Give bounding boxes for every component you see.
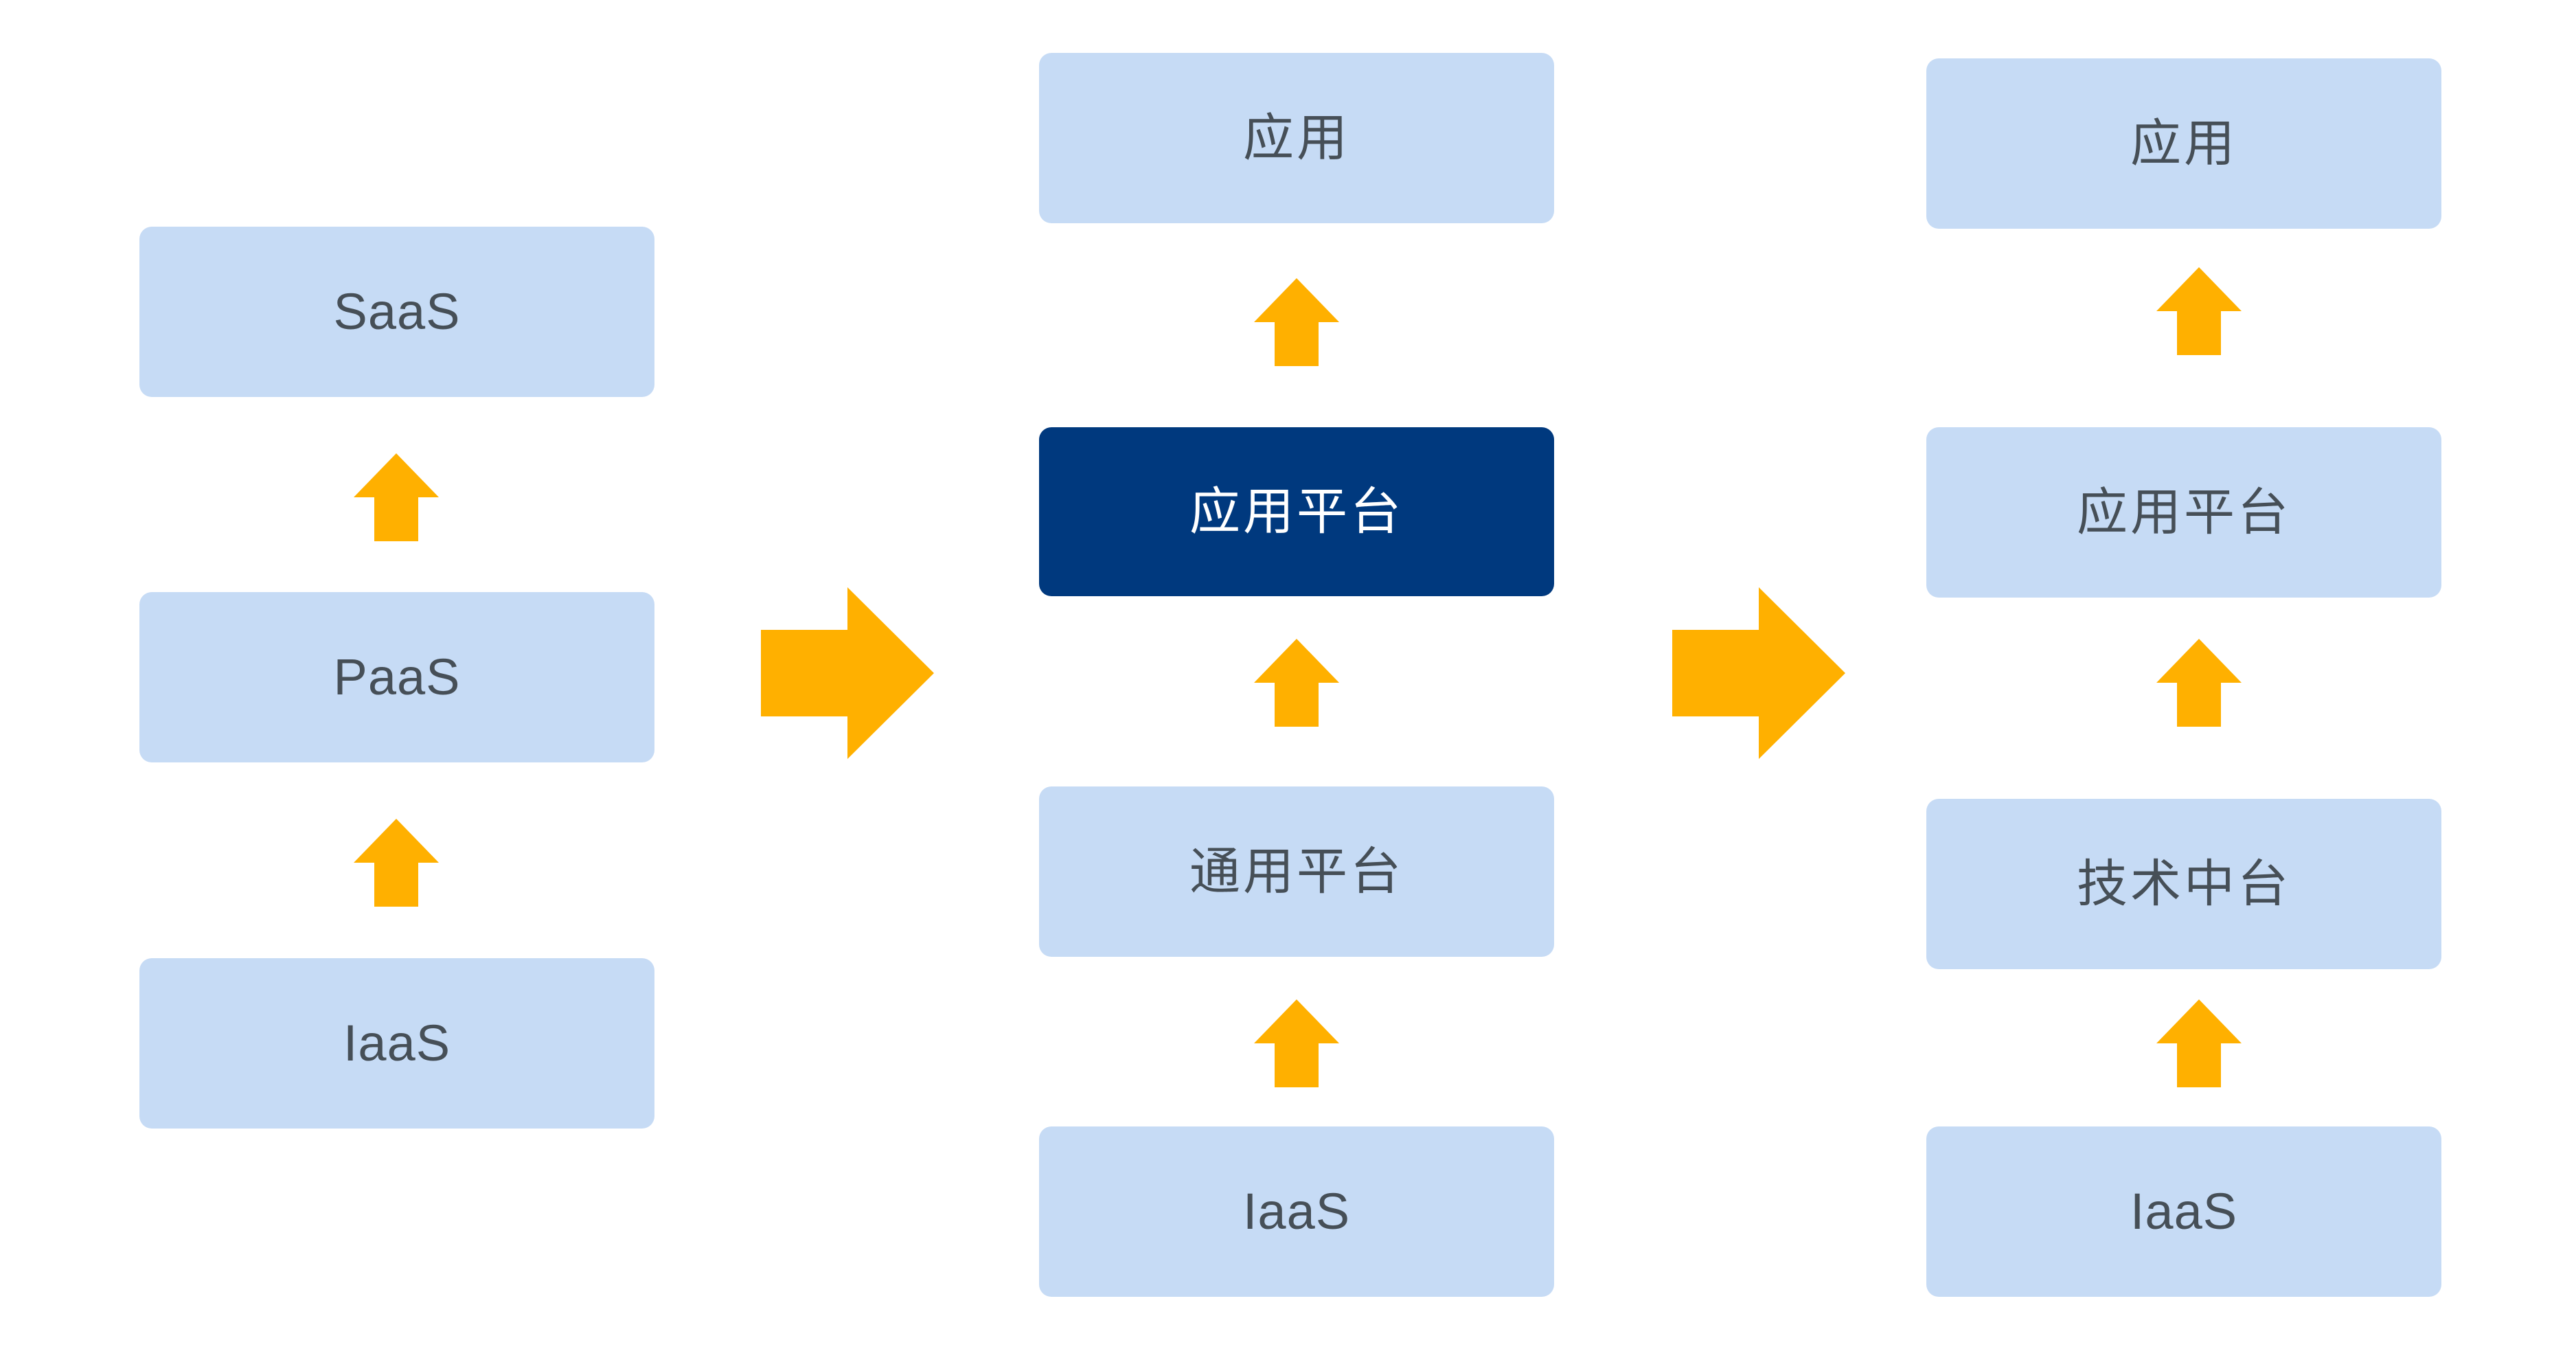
layer-label-col2-generic-platform: 通用平台 — [1189, 843, 1404, 900]
layer-box-col2-iaas[interactable]: IaaS — [1039, 1126, 1554, 1297]
transition-arrow-col1-to-col2 — [761, 587, 934, 759]
layer-label-col3-app-platform: 应用平台 — [2077, 484, 2291, 541]
layer-box-col1-paas[interactable]: PaaS — [139, 592, 654, 762]
layer-label-col3-iaas: IaaS — [2130, 1183, 2238, 1240]
up-arrow-col2-app-platform-to-app — [1254, 278, 1339, 366]
layer-box-col3-app[interactable]: 应用 — [1926, 58, 2441, 229]
up-arrow-col3-app-platform-to-app — [2156, 267, 2242, 355]
up-arrow-col2-iaas-to-generic-platform — [1254, 999, 1339, 1087]
layer-box-col2-app[interactable]: 应用 — [1039, 53, 1554, 223]
layer-label-col1-paas: PaaS — [333, 648, 461, 705]
layer-box-col1-iaas[interactable]: IaaS — [139, 958, 654, 1129]
layer-box-col2-app-platform[interactable]: 应用平台 — [1039, 427, 1554, 596]
layer-label-col1-saas: SaaS — [333, 283, 461, 340]
layer-box-col2-generic-platform[interactable]: 通用平台 — [1039, 786, 1554, 957]
layer-label-col2-app-platform: 应用平台 — [1189, 483, 1404, 540]
layer-box-col3-app-platform[interactable]: 应用平台 — [1926, 427, 2441, 598]
transition-arrow-col2-to-col3 — [1672, 587, 1845, 759]
layer-label-col3-tech-middle-platform: 技术中台 — [2077, 855, 2291, 912]
up-arrow-col1-iaas-to-paas — [354, 819, 439, 907]
layer-box-col1-saas[interactable]: SaaS — [139, 227, 654, 397]
layer-label-col1-iaas: IaaS — [343, 1015, 451, 1072]
up-arrow-col3-tech-middle-platform-to-app-platform — [2156, 639, 2242, 727]
up-arrow-col2-generic-platform-to-app-platform — [1254, 639, 1339, 727]
up-arrow-col3-iaas-to-tech-middle-platform — [2156, 999, 2242, 1087]
layer-box-col3-tech-middle-platform[interactable]: 技术中台 — [1926, 799, 2441, 969]
layer-box-col3-iaas[interactable]: IaaS — [1926, 1126, 2441, 1297]
layer-label-col3-app: 应用 — [2130, 115, 2237, 172]
layer-label-col2-iaas: IaaS — [1242, 1183, 1351, 1240]
up-arrow-col1-paas-to-saas — [354, 453, 439, 541]
layer-label-col2-app: 应用 — [1243, 109, 1350, 166]
